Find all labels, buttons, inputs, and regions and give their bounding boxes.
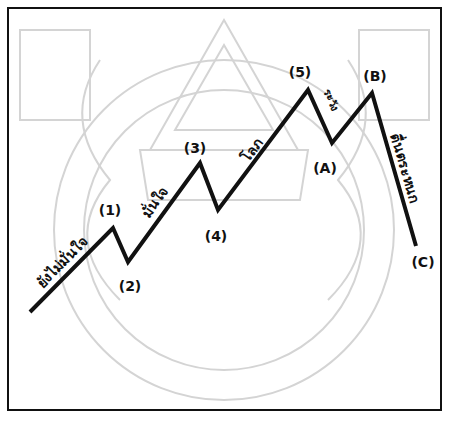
callout-number: (5) — [289, 65, 312, 79]
callout-number: (1) — [99, 203, 122, 217]
callout-number: (C) — [411, 255, 434, 269]
wave-line — [30, 90, 416, 312]
sentiment-text: ระวัง — [321, 87, 340, 112]
callout-number: (B) — [363, 69, 386, 83]
sentiment-text: โลภ — [239, 135, 266, 164]
watermark-emblem — [20, 20, 429, 400]
callout-number: (A) — [313, 161, 337, 175]
sentiment-text: มั่นใจ — [139, 184, 170, 220]
frame — [8, 8, 441, 410]
callout-number: (2) — [119, 279, 142, 293]
callout-number: (4) — [205, 229, 228, 243]
callout-number: (3) — [184, 141, 207, 155]
